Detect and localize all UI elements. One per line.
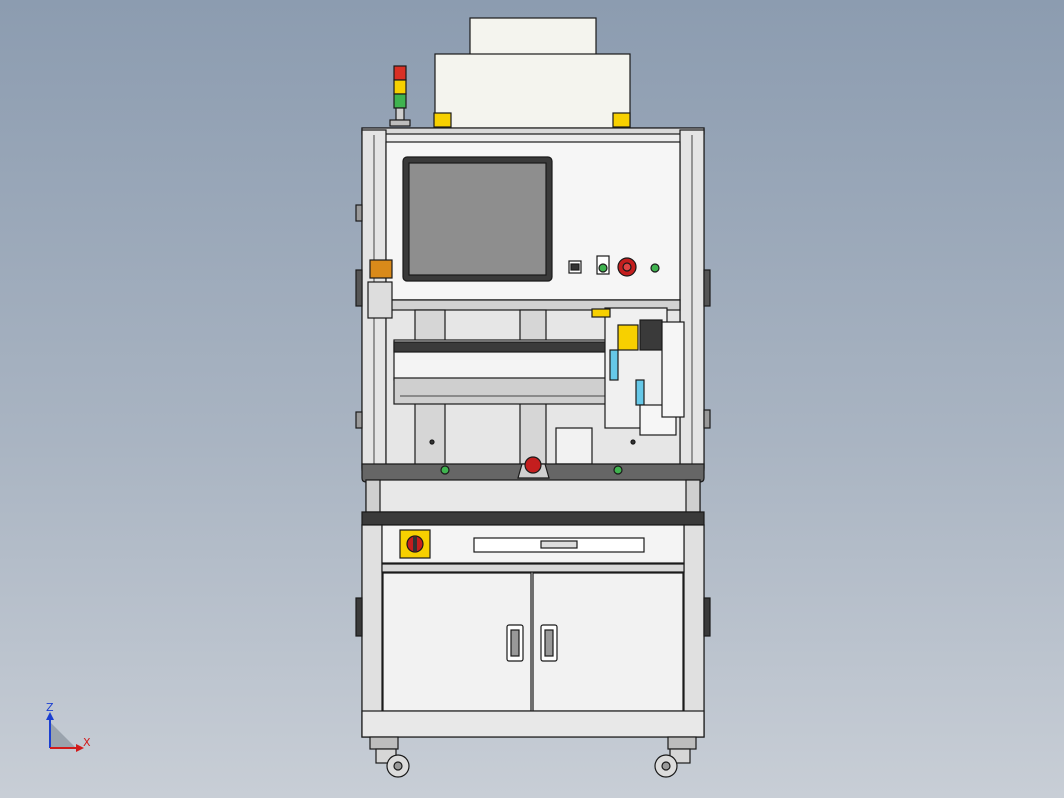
x-arrow-icon <box>76 744 84 752</box>
center-stop-button[interactable] <box>524 456 542 474</box>
z-axis-label: Z <box>46 701 54 714</box>
tower-light-green <box>393 93 407 109</box>
green-button-left[interactable] <box>440 465 450 475</box>
coordinate-triad: Z X <box>46 701 91 752</box>
tower-light-red <box>393 65 407 81</box>
base-plinth <box>361 710 705 738</box>
work-surface-edge <box>361 511 705 526</box>
machine-assembly <box>355 17 711 778</box>
cabinet-door-left[interactable] <box>382 572 532 712</box>
top-housing <box>433 17 631 131</box>
x-axis-label: X <box>83 736 91 749</box>
yellow-foot-right <box>612 112 631 128</box>
green-button-right[interactable] <box>613 465 623 475</box>
caster-right <box>654 736 697 778</box>
caster-left <box>369 736 410 778</box>
tower-light-yellow <box>393 79 407 95</box>
yellow-foot-left <box>433 112 452 128</box>
tower-light <box>389 65 411 127</box>
status-lamp <box>650 263 660 273</box>
hmi-screen[interactable] <box>408 162 547 276</box>
z-arrow-icon <box>46 712 54 720</box>
side-box <box>369 259 393 279</box>
front-fascia <box>365 479 701 513</box>
cabinet-door-right[interactable] <box>532 572 684 712</box>
